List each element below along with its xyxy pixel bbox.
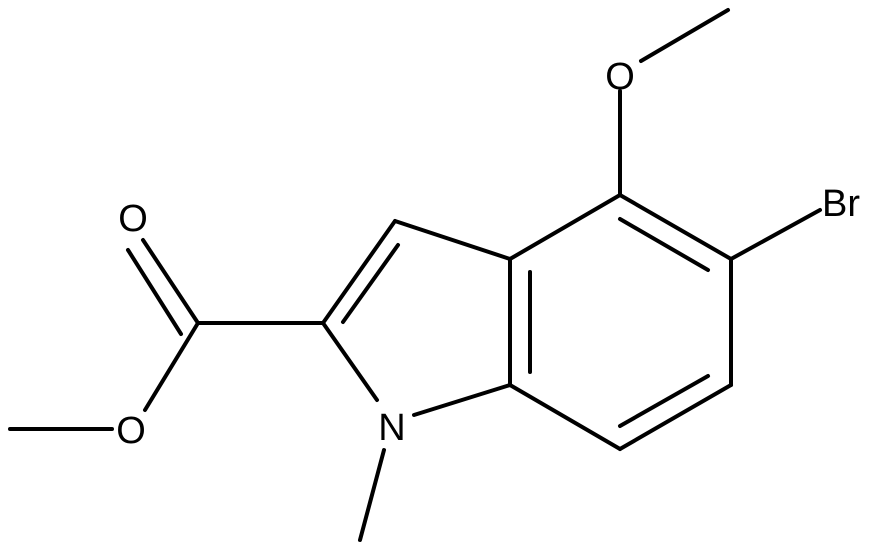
bond-c6-c7-inner: [618, 374, 710, 428]
bond-carbonyl-carbon-ester-oxygen: [143, 321, 200, 412]
atom-label-nitrogen: N: [378, 407, 405, 449]
bond-c2-nitrogen: [321, 321, 379, 402]
atom-label-methoxy-oxygen: O: [605, 56, 635, 98]
bond-c4-c5-inner: [618, 217, 710, 272]
atom-labels: O Br O O N: [116, 56, 860, 452]
bond-c3a-c4: [508, 193, 622, 261]
bond-c4-c5: [618, 193, 733, 261]
bond-c3-c2: [321, 219, 397, 325]
atom-label-ester-oxygen: O: [116, 410, 146, 452]
bond-nitrogen-methyl: [358, 448, 386, 542]
bond-c6-c7: [618, 383, 733, 451]
bond-methoxy-methyl-oxygen: [639, 8, 730, 63]
bond-c7-c7a: [508, 383, 622, 451]
bond-c3-c2-inner: [341, 243, 400, 324]
bond-c3a-c3: [393, 219, 512, 261]
bond-nitrogen-c7a: [412, 383, 512, 417]
bond-c5-bromine: [729, 208, 822, 261]
atom-label-bromine: Br: [822, 183, 860, 225]
bond-carbonyl-double-b: [126, 248, 183, 336]
atom-label-carbonyl-oxygen: O: [118, 198, 148, 240]
bonds: [8, 8, 822, 542]
bond-carbonyl-double-a: [141, 238, 200, 325]
